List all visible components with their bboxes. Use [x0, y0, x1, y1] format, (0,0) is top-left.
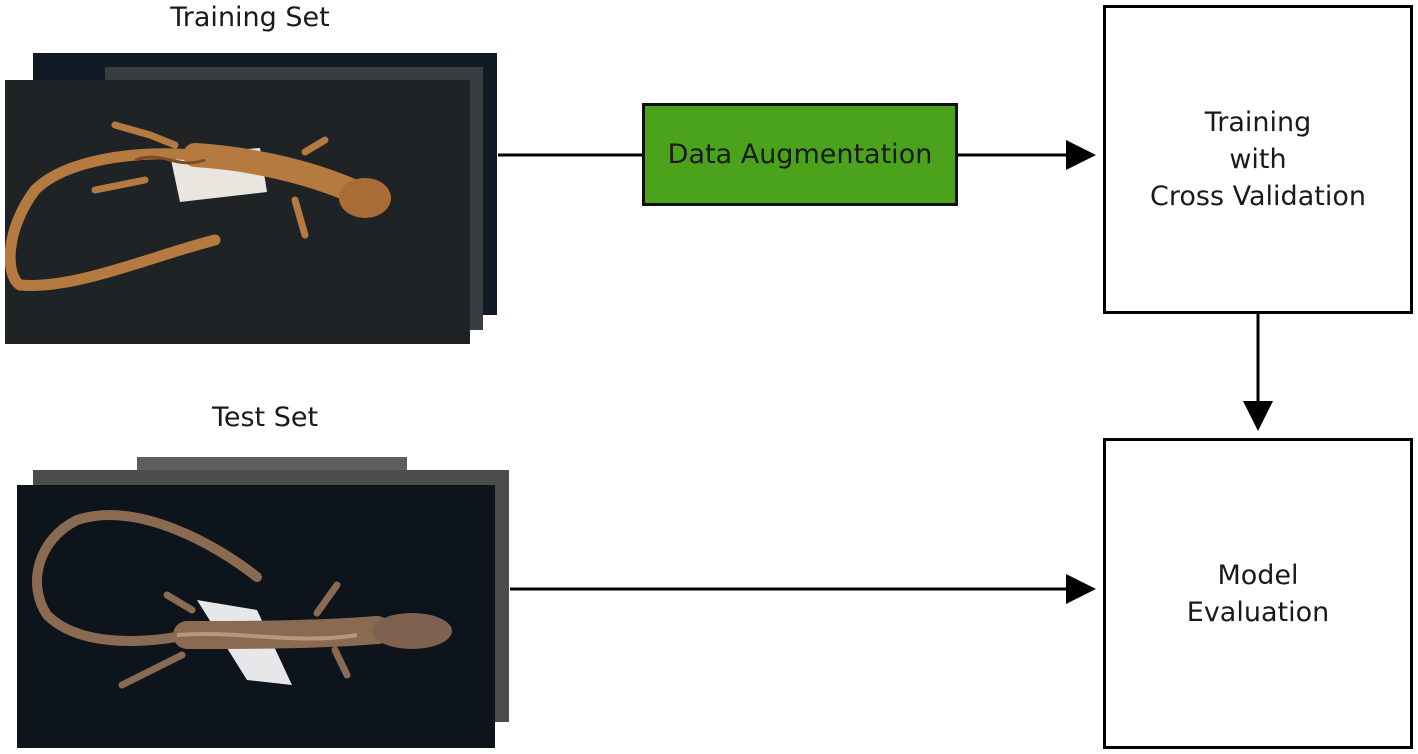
lizard-specimen [5, 121, 367, 291]
training-set-label: Training Set [170, 2, 330, 33]
data-augmentation-box: Data Augmentation [642, 103, 958, 206]
training-cross-validation-box: Training with Cross Validation [1103, 5, 1413, 314]
data-augmentation-label: Data Augmentation [667, 139, 933, 170]
model-evaluation-label: Model Evaluation [1186, 559, 1330, 628]
training-cross-validation-label: Training with Cross Validation [1150, 107, 1366, 212]
test-image-front [17, 485, 495, 748]
test-set-label: Test Set [211, 402, 319, 433]
training-image-front [5, 80, 470, 344]
model-evaluation-box: Model Evaluation [1103, 438, 1413, 749]
